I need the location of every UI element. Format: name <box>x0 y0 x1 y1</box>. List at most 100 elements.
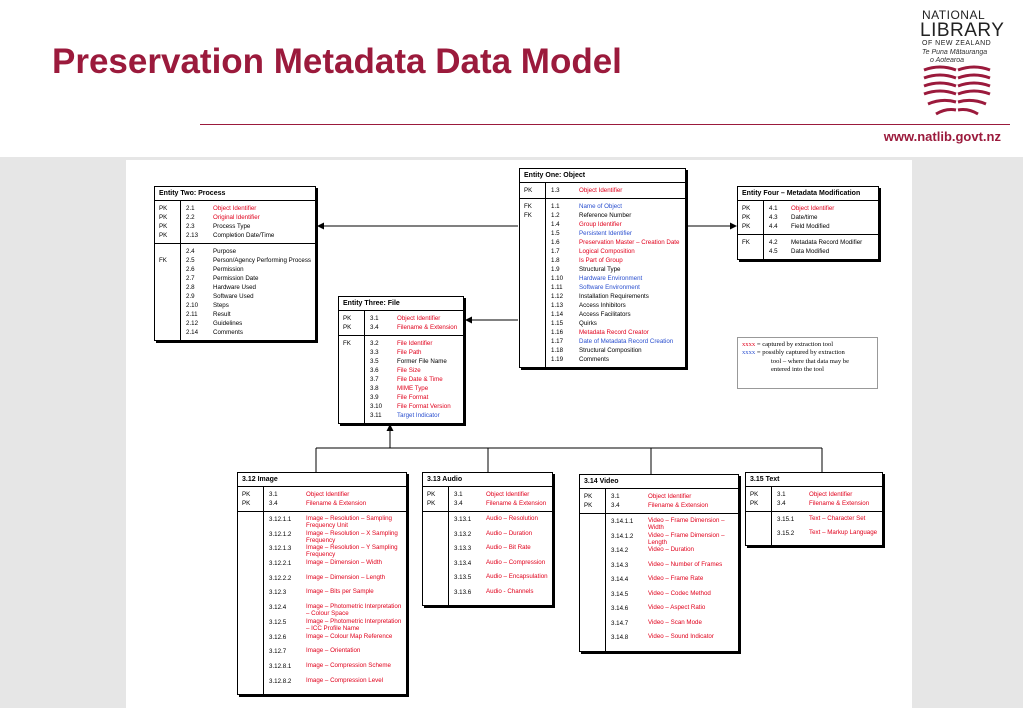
key-marker <box>159 247 180 256</box>
key-marker <box>524 355 545 364</box>
attribute-name: Preservation Master – Creation Date <box>579 239 680 246</box>
color-legend: xxxx = captured by extraction tool xxxx … <box>737 337 878 389</box>
key-marker <box>242 677 263 692</box>
attribute-name: Image – Dimension – Width <box>306 559 383 567</box>
attribute-number: 3.2 <box>370 340 379 347</box>
key-marker <box>343 384 364 393</box>
attribute-number: 4.3 <box>769 214 778 221</box>
attribute-number: 3.1 <box>454 491 463 498</box>
attribute-name: Quirks <box>579 320 597 327</box>
attribute-row: 2.1 Object Identifier <box>186 204 315 213</box>
attribute-number: 3.12.5 <box>269 618 287 626</box>
attribute-name: Metadata Record Modifier <box>791 239 863 246</box>
key-marker: PK <box>159 214 168 221</box>
video-key-column <box>580 514 606 651</box>
attribute-name: Reference Number <box>579 212 632 219</box>
attribute-number: 1.19 <box>551 356 564 363</box>
attribute-number: 3.14.1.1 <box>611 518 634 525</box>
key-marker <box>524 220 545 229</box>
key-marker: PK <box>750 491 759 498</box>
key-marker <box>427 588 448 603</box>
attribute-name: Object Identifier <box>213 205 257 212</box>
attribute-number: 3.13.5 <box>454 574 472 581</box>
attribute-number: 3.12.4 <box>269 604 287 612</box>
attribute-name: Name of Object <box>579 203 622 210</box>
attribute-name: Video – Duration <box>648 546 694 553</box>
attribute-row: 3.12.4 Image – Photometric Interpretation… <box>269 603 406 618</box>
attribute-name: Filename & Extension <box>486 500 547 507</box>
logo-line-2: LIBRARY <box>920 20 1005 41</box>
attribute-number: 1.5 <box>551 230 560 237</box>
attribute-number: 2.7 <box>186 275 195 282</box>
key-marker: FK <box>159 257 167 264</box>
attribute-number: 2.11 <box>186 311 198 318</box>
attribute-name: Object Identifier <box>809 491 853 498</box>
key-marker <box>524 301 545 310</box>
attribute-name: File Size <box>397 367 421 374</box>
attribute-name: MIME Type <box>397 385 429 392</box>
attribute-name: Data Modified <box>791 248 830 255</box>
attribute-name: Video – Frame Dimension – Length <box>648 531 725 546</box>
attribute-name: Metadata Record Creator <box>579 329 649 336</box>
attribute-row: 3.1 Object Identifier <box>777 490 882 499</box>
attribute-number: 3.12.8.2 <box>269 677 292 685</box>
attribute-number: 2.1 <box>186 205 195 212</box>
key-marker <box>242 588 263 603</box>
attribute-name: Image – Colour Map Reference <box>306 632 393 640</box>
attribute-number: 3.1 <box>777 491 786 498</box>
legend-line-2: xxxx = possibly captured by extraction <box>742 349 873 357</box>
legend-line-1: xxxx = captured by extraction tool <box>742 341 873 349</box>
attribute-name: Guidelines <box>213 320 243 327</box>
key-marker <box>242 574 263 589</box>
attribute-name: Image – Photometric Interpretation – Col… <box>306 603 402 618</box>
attribute-name: Persistent Identifier <box>579 230 632 237</box>
key-marker <box>159 292 180 301</box>
attribute-name: Object Identifier <box>397 315 441 322</box>
attribute-number: 3.12.7 <box>269 648 287 656</box>
site-url-link[interactable]: www.natlib.govt.nz <box>883 129 1001 144</box>
video-entity-title: 3.14 Video <box>580 475 738 489</box>
attribute-name: Image – Orientation <box>306 647 361 655</box>
key-marker <box>242 559 263 574</box>
attribute-row: 3.12.7 Image – Orientation <box>269 647 406 662</box>
attribute-name: Video – Aspect Ratio <box>648 604 706 611</box>
attribute-number: 3.9 <box>370 394 379 401</box>
attribute-number: 3.15.2 <box>777 529 795 537</box>
video-section: 3.14.1.1 Video – Frame Dimension – Width 3… <box>580 514 738 651</box>
key-marker: PK <box>159 232 168 239</box>
attribute-name: Target Indicator <box>397 412 440 419</box>
attribute-name: Image – Compression Scheme <box>306 661 391 669</box>
attribute-name: Original Identifier <box>213 214 260 221</box>
modification-key-column: FK <box>738 235 764 259</box>
attribute-number: 1.17 <box>551 338 564 345</box>
attribute-name: Video – Frame Dimension – Width <box>648 517 725 531</box>
legend-text-captured: = captured by extraction tool <box>755 341 834 348</box>
key-marker <box>524 229 545 238</box>
logo-line-5: o Aotearoa <box>930 57 964 64</box>
attribute-number: 3.13.6 <box>454 588 472 596</box>
key-marker <box>584 633 605 648</box>
attribute-name: Video – Codec Method <box>648 589 711 597</box>
legend-line-4: entered into the tool <box>771 365 824 373</box>
attribute-name: Image – Compression Level <box>306 676 384 684</box>
